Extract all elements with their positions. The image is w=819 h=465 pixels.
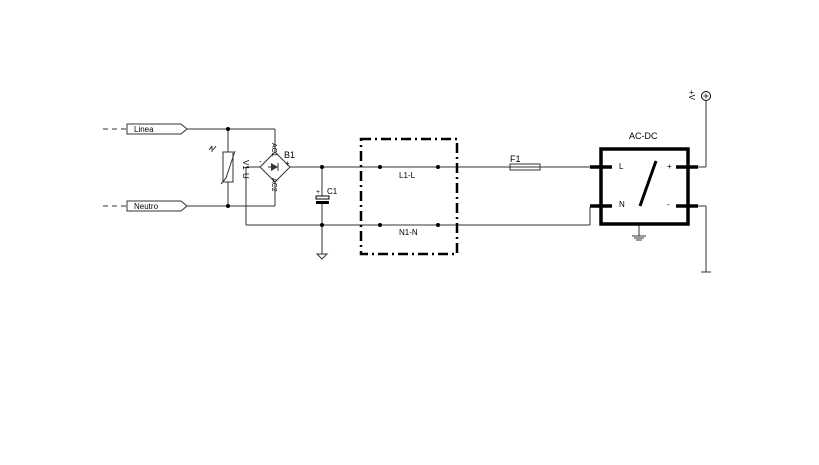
plus-label: + <box>285 159 290 168</box>
wires <box>187 101 707 272</box>
ground-symbol-left <box>315 253 329 260</box>
port-neutro-label: Neutro <box>134 202 159 211</box>
f1-label: F1 <box>510 154 521 164</box>
l1l-label: L1-L <box>399 171 416 180</box>
acdc-module: AC-DC L N + - <box>590 131 698 226</box>
pin-minus-label: - <box>667 200 670 209</box>
u-label: U <box>241 173 250 179</box>
varistor-v1: V1 U <box>208 145 250 185</box>
ac2-label: AC2 <box>270 178 277 192</box>
b1-label: B1 <box>284 150 295 160</box>
n1n-label: N1-N <box>399 228 418 237</box>
c1-label: C1 <box>327 187 338 196</box>
bridge-b1: B1 AC1 AC2 - + <box>259 143 295 192</box>
port-linea-label: Linea <box>134 125 154 134</box>
vcc-symbol: +V <box>687 90 711 101</box>
pin-n-label: N <box>619 200 625 209</box>
v1-label: V1 <box>241 160 250 170</box>
vcc-label: +V <box>687 90 696 101</box>
ac1-label: AC1 <box>270 143 277 157</box>
acdc-label: AC-DC <box>629 131 658 141</box>
pin-plus-label: + <box>667 162 672 171</box>
fuse-f1: F1 <box>509 154 541 171</box>
chassis-ground-icon <box>632 235 646 241</box>
port-linea: Linea <box>103 123 188 135</box>
port-neutro: Neutro <box>103 200 188 212</box>
junctions <box>226 127 324 227</box>
capacitor-c1: C1 + <box>315 187 338 204</box>
minus-label: - <box>259 157 262 166</box>
pin-l-label: L <box>619 162 624 171</box>
connector-block: L1-L N1-N <box>359 137 459 256</box>
c1-plus-label: + <box>316 189 320 196</box>
